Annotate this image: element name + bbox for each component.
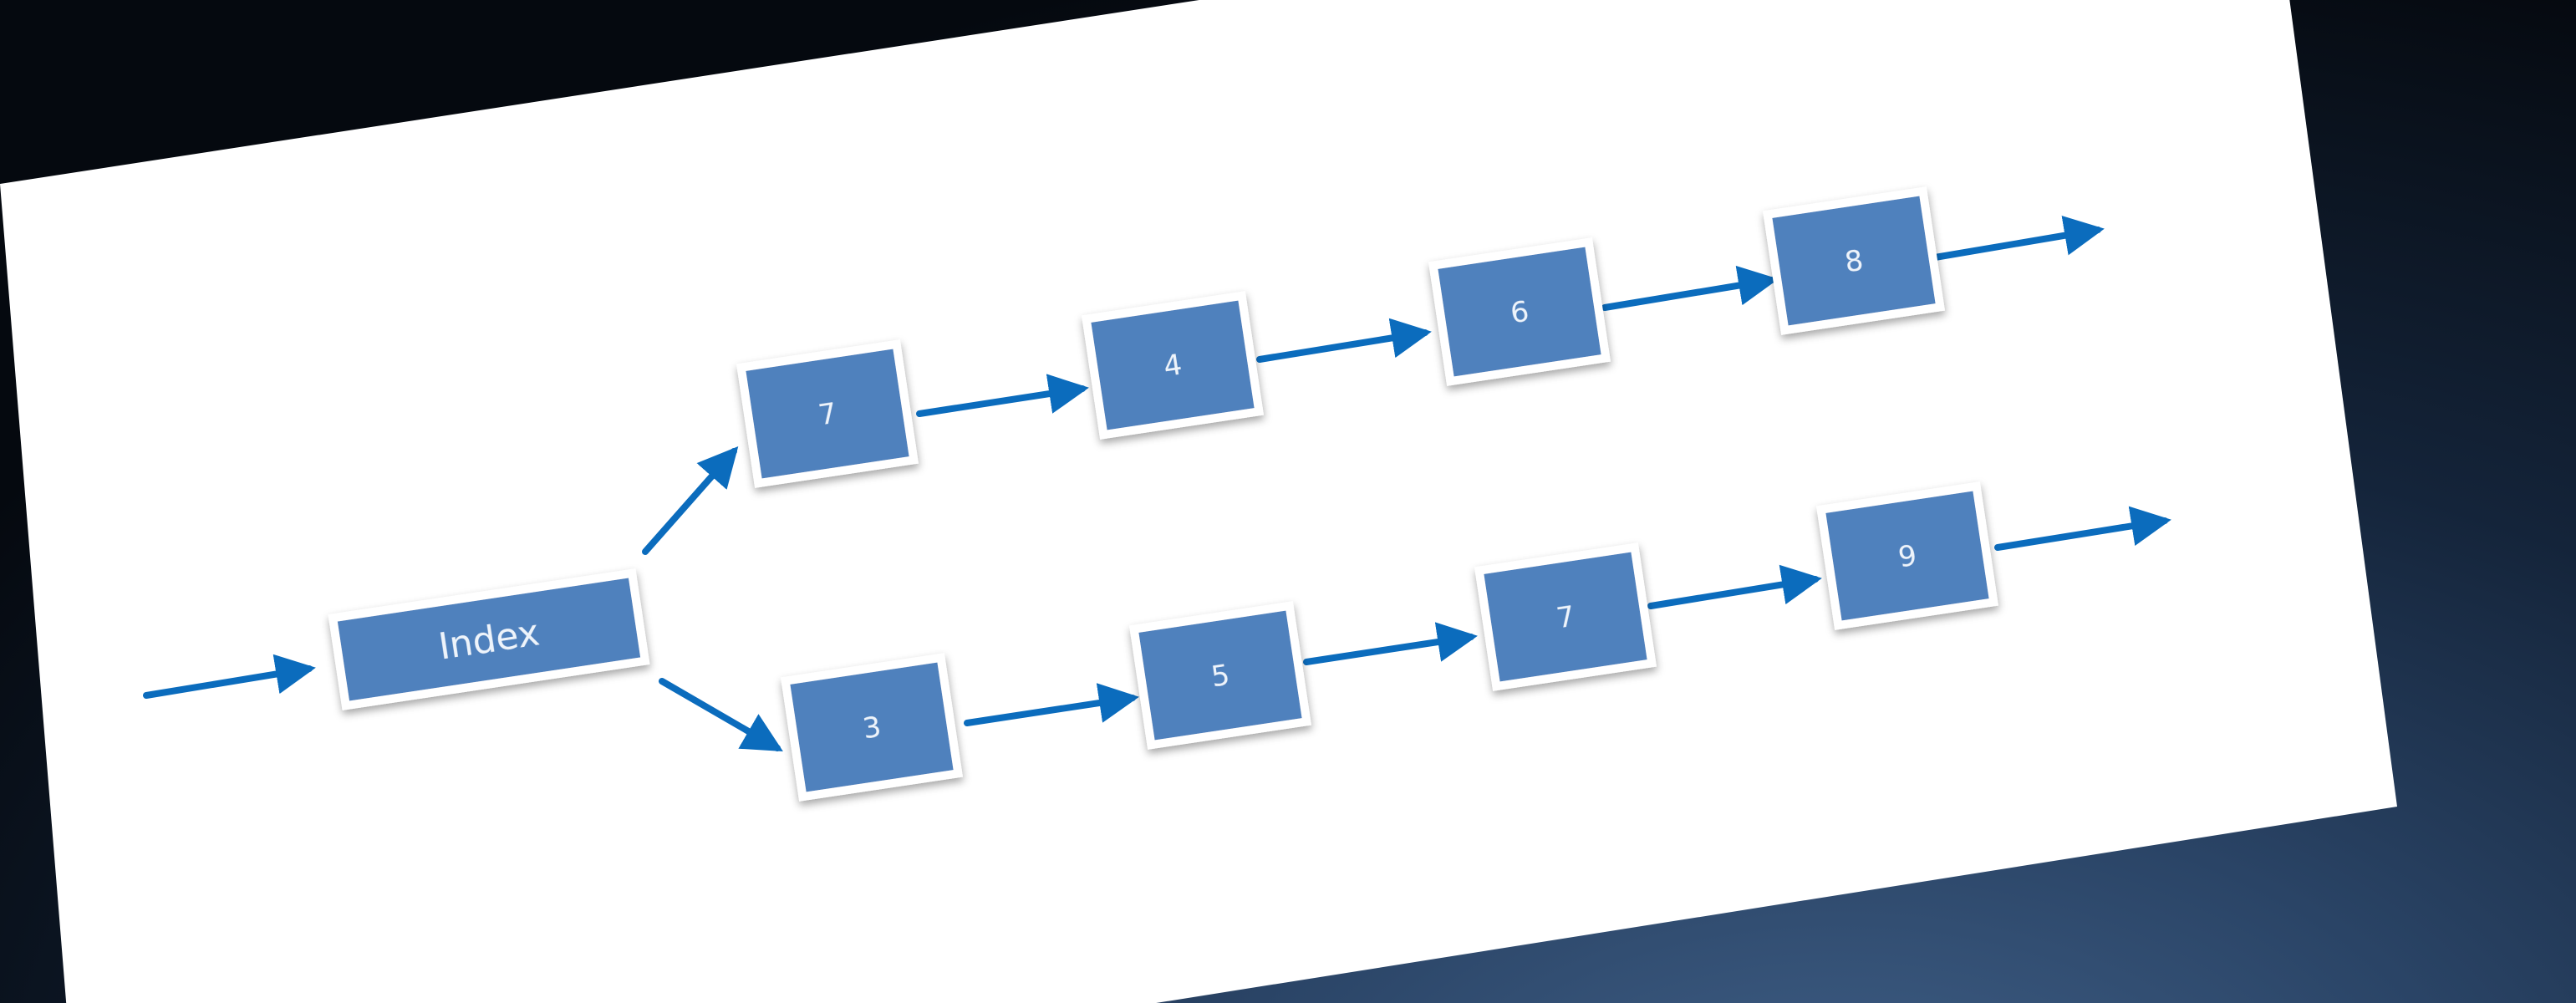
node-upper-1: 7 [736, 339, 919, 488]
arrow-lower-1-2 [964, 683, 1139, 726]
node-lower-3: 7 [1474, 542, 1657, 691]
arrow-upper-out [1932, 216, 2105, 261]
arrow-upper-3-4 [1601, 265, 1779, 311]
node-upper-4: 8 [1763, 186, 1945, 335]
arrows [143, 216, 2171, 752]
node-lower-1: 3 [781, 653, 963, 802]
arrow-index-to-upper [642, 446, 739, 555]
input-arrow [143, 654, 316, 699]
arrow-lower-out [1994, 506, 2171, 551]
node-upper-3: 6 [1428, 237, 1611, 386]
node-lower-4: 9 [1816, 481, 1998, 630]
node-upper-2: 4 [1082, 291, 1264, 440]
node-index: Index [328, 568, 650, 710]
arrow-index-to-lower [659, 678, 783, 752]
node-lower-2: 5 [1129, 601, 1311, 750]
arrow-lower-2-3 [1303, 622, 1478, 665]
arrow-upper-2-3 [1256, 318, 1432, 363]
diagram-card [0, 0, 2397, 1003]
arrow-upper-1-2 [916, 374, 1089, 417]
arrow-lower-3-4 [1647, 564, 1822, 609]
